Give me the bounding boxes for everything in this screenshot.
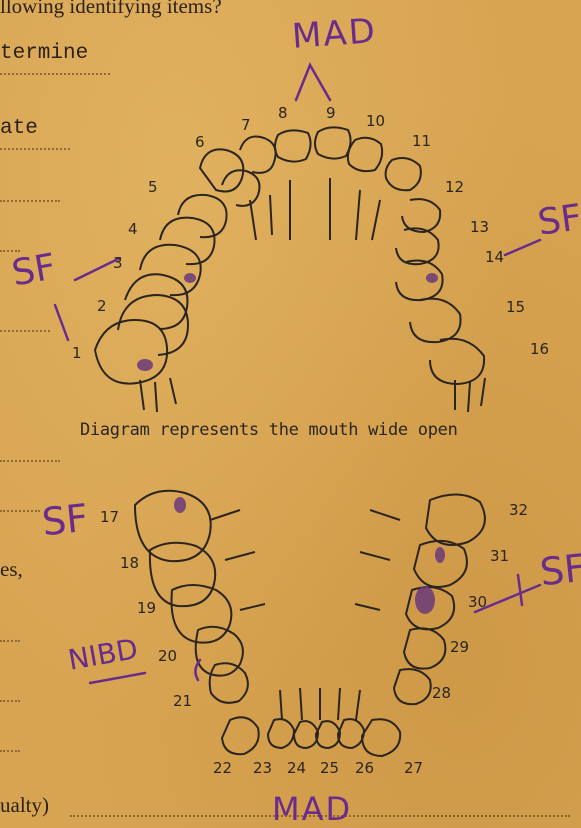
tooth-number: 26 [355, 759, 374, 777]
tooth-15-outline [410, 299, 461, 343]
filling-mark [415, 586, 435, 614]
tooth-18-outline [150, 543, 215, 606]
tooth-16-outline [430, 339, 484, 384]
tooth-number: 24 [287, 759, 306, 777]
tooth-22-outline [222, 717, 259, 754]
tooth-number: 7 [241, 116, 251, 134]
annotation-underline-nibd [90, 673, 145, 683]
diagram-caption: Diagram represents the mouth wide open [80, 420, 458, 440]
annotation-pointer-sf-right [505, 240, 540, 255]
tooth-17-outline [135, 491, 211, 561]
tooth-1-outline [95, 320, 167, 384]
annotation-tick-left [55, 305, 68, 340]
tooth-26-outline [338, 719, 364, 748]
tooth-number: 15 [506, 298, 525, 316]
tooth-number: 27 [404, 759, 423, 777]
tooth-number: 32 [509, 501, 528, 519]
tooth-4-outline [160, 218, 215, 265]
lower-front-roots [280, 688, 360, 720]
tooth-11-outline [386, 158, 421, 190]
tooth-number: 19 [137, 599, 156, 617]
annotation-arrow-mad [296, 65, 330, 100]
tooth-6b-outline [222, 170, 260, 206]
annotation-mad-bottom: MAD [272, 790, 352, 828]
tooth-28-outline [394, 669, 431, 704]
tooth-9-outline [315, 127, 351, 158]
annotation-tick-lower-right [518, 575, 522, 605]
filling-mark [137, 359, 153, 371]
tooth-number: 3 [113, 254, 123, 272]
filling-mark [174, 497, 186, 513]
tooth-number: 9 [326, 104, 336, 122]
tooth-23-outline [268, 719, 294, 748]
tooth-number: 30 [468, 593, 487, 611]
tooth-number: 10 [366, 112, 385, 130]
tooth-5-outline [178, 195, 227, 237]
tooth-number: 20 [158, 647, 177, 665]
tooth-number: 4 [128, 220, 138, 238]
tooth-32-outline [426, 494, 485, 544]
tooth-number: 25 [320, 759, 339, 777]
annotation-bracket [195, 660, 200, 680]
lower-side-roots [210, 510, 400, 610]
filling-mark [184, 273, 196, 283]
tooth-number: 28 [432, 684, 451, 702]
tooth-29-outline [404, 628, 445, 668]
annotation-sf-lower-left: SF [40, 496, 90, 545]
tooth-number: 12 [445, 178, 464, 196]
annotation-sf-lower-right: SF [538, 546, 581, 595]
annotation-mad-top: MAD [291, 11, 378, 57]
tooth-number: 22 [213, 759, 232, 777]
tooth-13-outline [396, 228, 439, 264]
annotation-sf-upper-right: SF [535, 197, 581, 244]
tooth-12-outline [402, 199, 440, 232]
tooth-7-outline [240, 137, 276, 173]
tooth-19-outline [172, 585, 232, 643]
tooth-8-outline [275, 130, 311, 161]
filling-mark [426, 273, 438, 283]
tooth-number: 13 [470, 218, 489, 236]
upper-left-roots [140, 378, 176, 412]
tooth-24-outline [294, 721, 318, 748]
annotation-sf-upper-left: SF [9, 247, 59, 295]
tooth-number: 2 [97, 297, 107, 315]
tooth-25-outline [316, 721, 340, 748]
tooth-21-outline [210, 663, 248, 703]
tooth-number: 6 [195, 133, 205, 151]
tooth-number: 23 [253, 759, 272, 777]
tooth-number: 29 [450, 638, 469, 656]
tooth-number: 5 [148, 178, 158, 196]
tooth-number: 17 [100, 508, 119, 526]
filling-mark [435, 547, 445, 563]
tooth-number: 16 [530, 340, 549, 358]
tooth-number: 11 [412, 132, 431, 150]
tooth-20-outline [196, 627, 243, 676]
tooth-number: 31 [490, 547, 509, 565]
tooth-number: 14 [485, 248, 504, 266]
upper-front-roots [250, 178, 380, 240]
tooth-27-outline [362, 719, 400, 756]
tooth-number: 8 [278, 104, 288, 122]
tooth-number: 1 [72, 344, 82, 362]
tooth-number: 21 [173, 692, 192, 710]
tooth-10-outline [348, 138, 382, 171]
tooth-number: 18 [120, 554, 139, 572]
tooth-3-outline [140, 245, 201, 295]
